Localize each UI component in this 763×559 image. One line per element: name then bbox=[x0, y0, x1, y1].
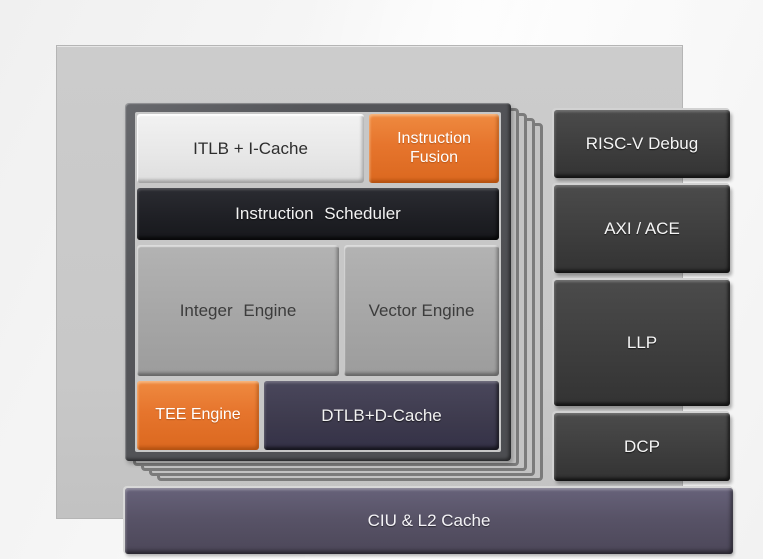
block-riscv-debug: RISC-V Debug bbox=[554, 110, 730, 178]
block-axi-ace: AXI / ACE bbox=[554, 185, 730, 273]
interface-column: RISC-V Debug AXI / ACE LLP DCP bbox=[554, 110, 730, 481]
block-dcp: DCP bbox=[554, 413, 730, 481]
block-dtlb-dcache: DTLB+D-Cache bbox=[264, 381, 499, 450]
block-integer-engine: Integer Engine bbox=[137, 245, 339, 376]
core-row-data: TEE Engine DTLB+D-Cache bbox=[137, 381, 499, 450]
core-row-scheduler: Instruction Scheduler bbox=[137, 188, 499, 240]
core-block: ITLB + I-Cache Instruction Fusion Instru… bbox=[125, 103, 511, 461]
block-instruction-fusion: Instruction Fusion bbox=[369, 114, 499, 183]
block-itlb-icache: ITLB + I-Cache bbox=[137, 114, 364, 183]
core-block-inner: ITLB + I-Cache Instruction Fusion Instru… bbox=[135, 112, 501, 452]
core-row-fetch: ITLB + I-Cache Instruction Fusion bbox=[137, 114, 499, 183]
block-llp: LLP bbox=[554, 280, 730, 406]
block-tee-engine: TEE Engine bbox=[137, 381, 259, 450]
block-instruction-scheduler: Instruction Scheduler bbox=[137, 188, 499, 240]
core-row-engines: Integer Engine Vector Engine bbox=[137, 245, 499, 376]
block-ciu-l2-cache: CIU & L2 Cache bbox=[125, 488, 733, 554]
block-vector-engine: Vector Engine bbox=[344, 245, 499, 376]
soc-outer-panel: ITLB + I-Cache Instruction Fusion Instru… bbox=[56, 45, 733, 554]
